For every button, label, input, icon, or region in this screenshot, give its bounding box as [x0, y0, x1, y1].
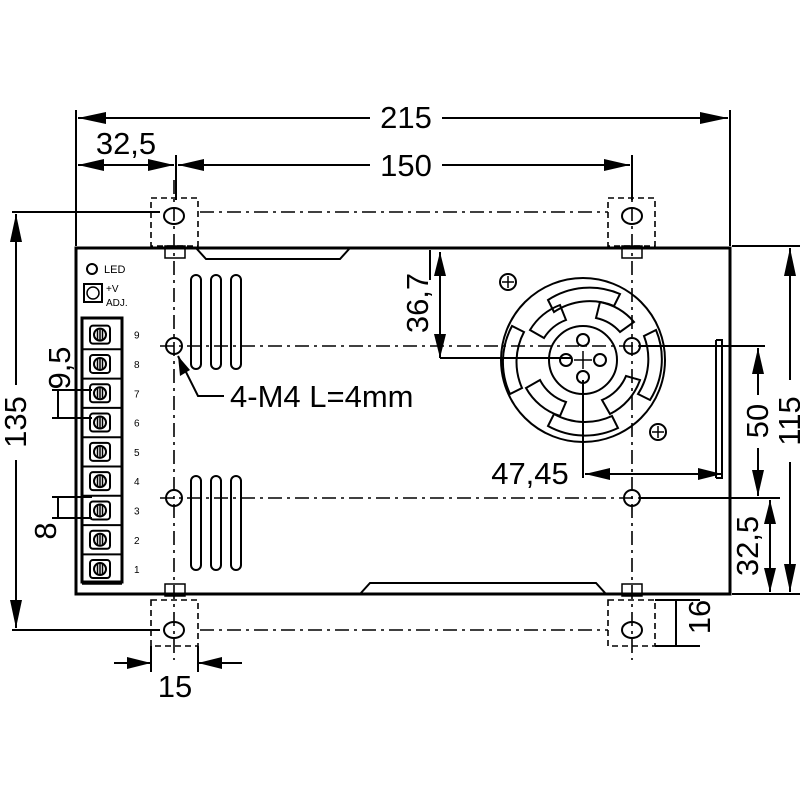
dimension-terminal-width: 8 — [28, 496, 92, 540]
hole-vertical-span-label: 50 — [740, 404, 775, 438]
dimension-overall-length: 215 — [78, 100, 728, 135]
dimension-tab-height: 16 — [675, 600, 717, 646]
terminal-screw-icon — [89, 471, 111, 492]
tab-height-label: 16 — [682, 600, 717, 634]
terminal-screw-icon — [89, 324, 111, 345]
dimension-terminal-pitch: 9,5 — [42, 346, 92, 419]
terminal-screw-icon — [89, 441, 111, 462]
fan-horizontal-label: 47,45 — [491, 456, 569, 491]
fan-vertical-label: 36,7 — [400, 273, 435, 333]
terminal-number-label: 8 — [134, 360, 140, 371]
bottom-lip — [359, 582, 607, 595]
screw-hole-icon — [165, 489, 183, 507]
terminal-number-label: 9 — [134, 331, 140, 342]
terminal-screw-head-icon — [93, 562, 107, 577]
top-lip — [195, 247, 351, 260]
right-bracket — [716, 339, 723, 479]
left-offset-label: 32,5 — [96, 126, 156, 161]
terminal-number-label: 6 — [134, 419, 140, 430]
vent-slots-upper — [190, 274, 242, 370]
terminal-screw-head-icon — [93, 474, 107, 489]
dimension-tab-width: 15 — [114, 657, 242, 704]
fan-screw-icon — [499, 273, 517, 291]
terminal-number-label: 7 — [134, 389, 140, 400]
dimension-hole-span: 150 — [178, 148, 630, 183]
bottom-hole-offset-label: 32,5 — [730, 516, 765, 576]
screw-hole-icon — [623, 337, 641, 355]
overall-length-label: 215 — [380, 100, 432, 135]
hole-span-label: 150 — [380, 148, 432, 183]
terminal-screw-head-icon — [93, 415, 107, 430]
terminal-pitch-label: 9,5 — [42, 346, 77, 389]
dimension-fan-vertical: 36,7 — [400, 250, 572, 359]
voltage-adjust-pot-icon — [83, 283, 103, 303]
overall-height-label: 135 — [0, 396, 33, 448]
terminal-screw-icon — [89, 529, 111, 550]
terminal-block — [80, 316, 124, 584]
terminal-screw-head-icon — [93, 532, 107, 547]
terminal-screw-icon — [89, 353, 111, 374]
terminal-screw-head-icon — [93, 503, 107, 518]
led-indicator-icon — [86, 263, 98, 275]
led-label: LED — [104, 264, 125, 276]
dimension-frame-height: 115 — [772, 248, 800, 592]
fan-screw-icon — [649, 423, 667, 441]
vent-slots-lower — [190, 475, 242, 571]
frame-height-label: 115 — [772, 396, 800, 445]
dimension-overall-height: 135 — [0, 214, 33, 628]
housing-outline — [74, 246, 732, 596]
terminal-screw-icon — [89, 383, 111, 404]
mount-holes-label: 4-M4 L=4mm — [230, 379, 413, 414]
screw-hole-icon — [165, 337, 183, 355]
mount-holes-callout: 4-M4 L=4mm — [177, 355, 413, 414]
terminal-number-label: 2 — [134, 536, 140, 547]
terminal-number-label: 4 — [134, 477, 140, 488]
terminal-width-label: 8 — [28, 522, 63, 539]
terminal-number-label: 5 — [134, 448, 140, 459]
terminal-screw-icon — [89, 559, 111, 580]
terminal-screw-head-icon — [93, 327, 107, 342]
terminal-panel: LED +V ADJ. 9 8 7 6 5 4 3 2 1 — [80, 263, 140, 585]
terminal-number-label: 1 — [134, 565, 140, 576]
terminal-screw-head-icon — [93, 444, 107, 459]
dimension-bottom-hole-offset: 32,5 — [730, 500, 776, 592]
dimension-hole-vertical-span: 50 — [740, 348, 775, 496]
screw-hole-icon — [623, 489, 641, 507]
terminal-number-label: 3 — [134, 506, 140, 517]
terminal-screw-icon — [89, 412, 111, 433]
adj-label-bottom: ADJ. — [106, 298, 128, 309]
terminal-screw-head-icon — [93, 356, 107, 371]
terminal-screw-head-icon — [93, 386, 107, 401]
adj-label-top: +V — [106, 284, 119, 295]
dimension-fan-horizontal: 47,45 — [491, 380, 722, 491]
dimension-left-offset: 32,5 — [78, 126, 174, 171]
terminal-screw-icon — [89, 500, 111, 521]
tab-width-label: 15 — [158, 669, 192, 704]
